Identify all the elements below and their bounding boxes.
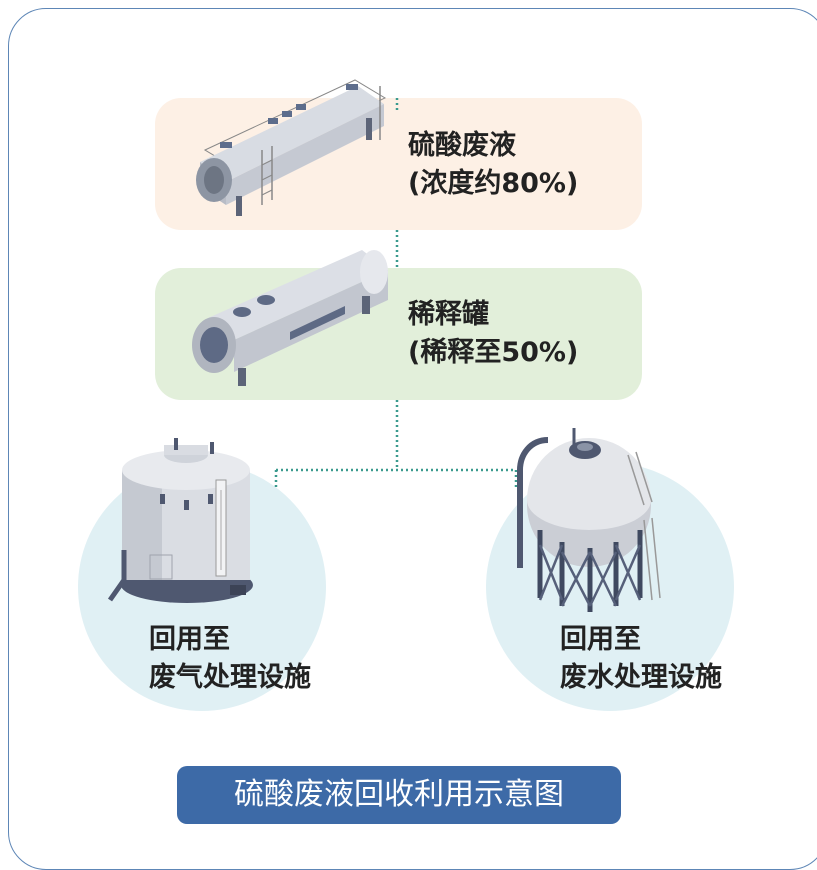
dilution-tank-target: (稀释至50%) bbox=[408, 337, 579, 368]
connector-lines bbox=[274, 98, 518, 490]
water-treatment-line2: 废水处理设施 bbox=[560, 662, 722, 693]
spherical-tank-icon bbox=[517, 428, 661, 612]
water-treatment-line1: 回用至 bbox=[560, 624, 641, 655]
waste-acid-concentration: (浓度约80%) bbox=[408, 168, 579, 199]
horizontal-tank-icon bbox=[192, 250, 388, 386]
horizontal-tank-with-ladder-icon bbox=[196, 79, 387, 216]
gas-treatment-line1: 回用至 bbox=[149, 624, 230, 655]
dilution-tank-name: 稀释罐 bbox=[408, 299, 489, 330]
dilution-tank-label: 稀释罐 (稀释至50%) bbox=[408, 296, 578, 372]
vertical-storage-tank-icon bbox=[107, 438, 253, 603]
diagram-title: 硫酸废液回收利用示意图 bbox=[177, 766, 621, 824]
waste-acid-label: 硫酸废液 (浓度约80%) bbox=[408, 127, 578, 203]
gas-treatment-line2: 废气处理设施 bbox=[149, 662, 311, 693]
water-treatment-label: 回用至 废水处理设施 bbox=[560, 621, 722, 697]
waste-acid-name: 硫酸废液 bbox=[408, 130, 516, 161]
gas-treatment-label: 回用至 废气处理设施 bbox=[149, 621, 311, 697]
